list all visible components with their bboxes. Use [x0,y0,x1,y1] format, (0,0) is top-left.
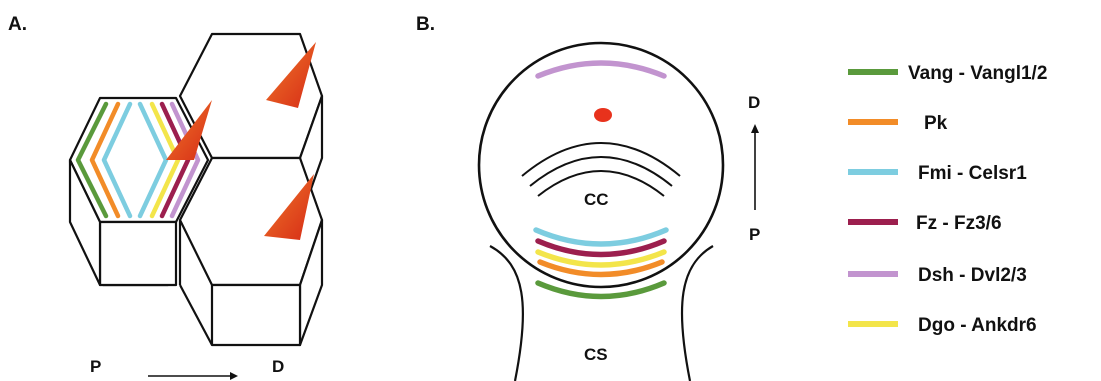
supporting-cell-outline [490,246,523,381]
legend-label: Fz - Fz3/6 [916,213,1002,234]
hexagonal-cell-array [70,34,322,345]
legend-item: Pk [848,113,948,134]
legend-item: Dgo - Ankdr6 [848,315,1037,336]
arrow-right-icon [230,372,238,380]
legend-label: Fmi - Celsr1 [918,163,1027,184]
panel-a: A. [8,14,322,380]
supporting-cell-outline [682,246,713,381]
cell-highlighted-front [100,222,176,285]
legend-item: Vang - Vangl1/2 [848,63,1047,84]
axis-b-distal-label: D [748,93,760,112]
axis-b-proximal-label: P [749,225,760,244]
axis-a-proximal-label: P [90,357,101,376]
legend-item: Fz - Fz3/6 [848,213,1002,234]
cell-bottom-right-front [212,285,300,345]
edge [180,285,212,345]
kinocilium-icon [594,108,612,122]
hair-cell-circle [479,43,723,287]
panel-b-label: B. [416,14,435,35]
panel-b: B. CS CC D P [416,14,760,381]
legend-label: Dsh - Dvl2/3 [918,265,1027,286]
hair-cell-label: CC [584,190,609,209]
legend-label: Dgo - Ankdr6 [918,315,1037,336]
arrow-up-icon [751,124,759,133]
legend-label: Pk [924,113,948,134]
legend: Vang - Vangl1/2 Pk Fmi - Celsr1 Fz - Fz3… [848,63,1047,336]
legend-item: Dsh - Dvl2/3 [848,265,1027,286]
axis-a-distal-label: D [272,357,284,376]
panel-a-label: A. [8,14,27,35]
legend-item: Fmi - Celsr1 [848,163,1027,184]
legend-label: Vang - Vangl1/2 [908,63,1047,84]
supporting-cell-label: CS [584,345,608,364]
